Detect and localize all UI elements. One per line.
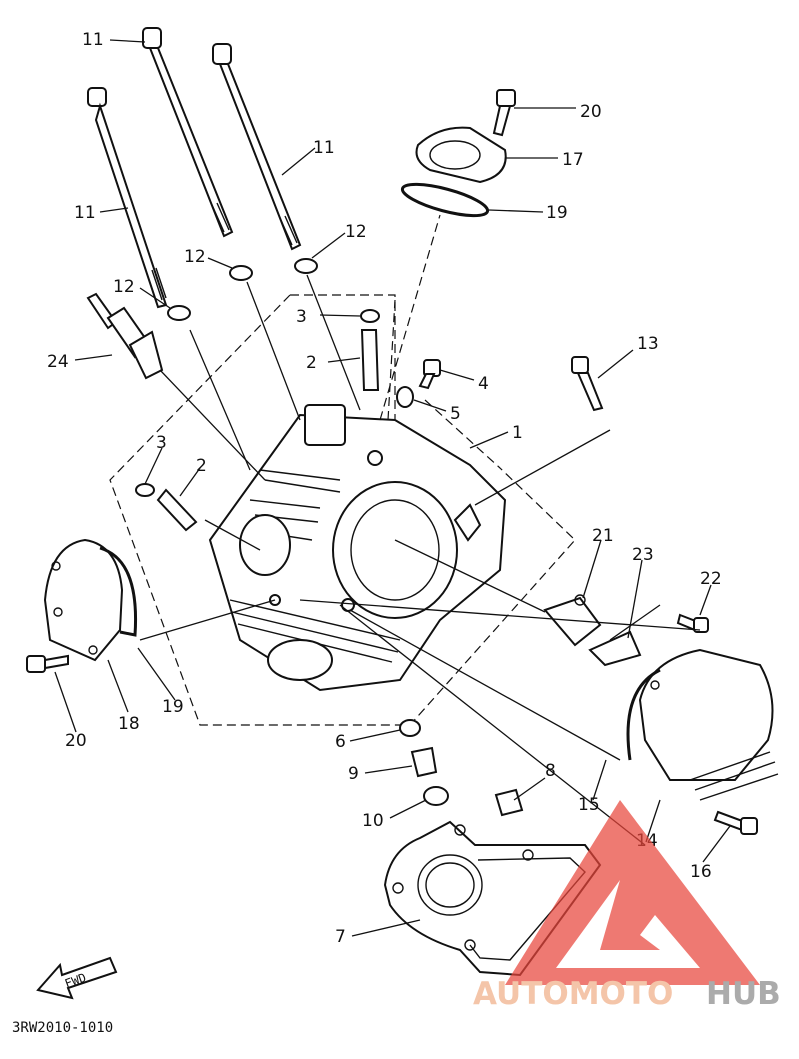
- o-ring-top: [400, 182, 490, 218]
- bolt-4: [418, 359, 441, 390]
- label-9: 9: [348, 764, 359, 784]
- label-19: 19: [162, 697, 184, 717]
- label-3: 3: [156, 433, 167, 453]
- side-cover-left: [43, 538, 124, 662]
- washer: [167, 305, 191, 321]
- label-11: 11: [82, 30, 104, 50]
- label-2: 2: [306, 353, 317, 373]
- clip: [135, 483, 155, 497]
- label-11: 11: [74, 203, 96, 223]
- bolt-16: [713, 810, 758, 835]
- washer-10: [423, 786, 449, 806]
- label-11: 11: [313, 138, 335, 158]
- washer: [229, 265, 253, 281]
- dowel-8: [494, 788, 524, 817]
- side-cover-right: [638, 648, 779, 801]
- label-18: 18: [118, 714, 140, 734]
- bolt-13: [571, 356, 604, 412]
- clip: [360, 309, 380, 323]
- stud-bolt-middle: [142, 27, 234, 238]
- stud-bolt-right: [212, 43, 302, 251]
- watermark-brand-auto: AUTOMOTO: [473, 976, 673, 1012]
- label-13: 13: [637, 334, 659, 354]
- seal-6: [399, 719, 421, 737]
- plate-23: [588, 630, 642, 667]
- label-3: 3: [296, 307, 307, 327]
- label-1: 1: [512, 423, 523, 443]
- label-4: 4: [478, 374, 489, 394]
- label-20: 20: [65, 731, 87, 751]
- label-12: 12: [345, 222, 367, 242]
- washer-5: [396, 386, 414, 408]
- dowel-9: [410, 746, 438, 778]
- stud-bolt-left: [87, 87, 168, 309]
- label-7: 7: [335, 927, 346, 947]
- cover-bolt-left: [26, 654, 69, 673]
- label-12: 12: [113, 277, 135, 297]
- label-21: 21: [592, 526, 614, 546]
- o-ring-right: [626, 668, 661, 761]
- valve-guide: [360, 329, 380, 391]
- forward-arrow: FWD: [36, 956, 118, 1000]
- valve-guide: [156, 488, 198, 532]
- label-12: 12: [184, 247, 206, 267]
- label-17: 17: [562, 150, 584, 170]
- label-5: 5: [450, 404, 461, 424]
- label-22: 22: [700, 569, 722, 589]
- label-6: 6: [335, 732, 346, 752]
- bracket-21: [543, 594, 602, 647]
- label-2: 2: [196, 456, 207, 476]
- label-24: 24: [47, 352, 69, 372]
- automotohub-watermark: AUTOMOTO HUB: [473, 800, 781, 1012]
- drawing-code: 3RW2010-1010: [12, 1020, 113, 1036]
- spark-plug: [86, 292, 164, 380]
- o-ring-left: [99, 546, 138, 637]
- label-8: 8: [545, 761, 556, 781]
- leader-lines: [54, 39, 731, 937]
- watermark-brand-hub: HUB: [706, 976, 781, 1012]
- watermark-triangle-logo: [505, 800, 760, 985]
- label-19: 19: [546, 203, 568, 223]
- cap-bolt-top: [492, 89, 516, 137]
- label-20: 20: [580, 102, 602, 122]
- label-10: 10: [362, 811, 384, 831]
- label-23: 23: [632, 545, 654, 565]
- tappet-cap-top: [415, 126, 507, 184]
- cylinder-head: [208, 404, 507, 692]
- label-15: 15: [578, 795, 600, 815]
- fwd-label: FWD: [63, 970, 88, 991]
- washer: [294, 258, 318, 274]
- assembly-outline: [109, 294, 576, 726]
- label-16: 16: [690, 862, 712, 882]
- part-labels: 11 11 11 11 12 12 12 20 17 19 3 2 4 5 13…: [47, 30, 722, 947]
